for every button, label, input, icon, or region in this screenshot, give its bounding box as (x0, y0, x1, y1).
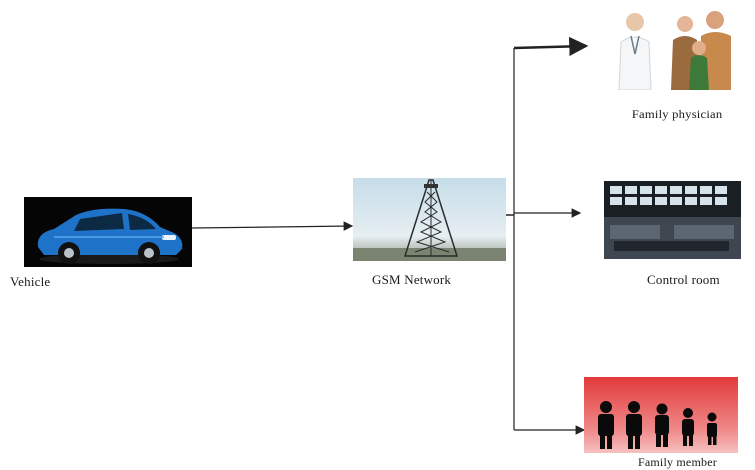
gsm-network-label: GSM Network (372, 272, 452, 287)
family-silhouette-icon (598, 401, 717, 449)
cell-tower-icon (353, 179, 506, 261)
control-room-icon (604, 181, 741, 259)
physician-label: Family physician (631, 107, 723, 121)
vehicle-label: Vehicle (10, 274, 51, 289)
vehicle-image (24, 197, 192, 267)
gsm-network-image (353, 178, 506, 261)
control-room-label: Control room (647, 272, 720, 287)
car-icon (37, 208, 183, 264)
physician-image (605, 6, 745, 90)
family-member-label: Family member (638, 455, 717, 469)
control-room-image (604, 181, 741, 259)
arrow-to-physician (513, 36, 589, 57)
family-member-image (584, 377, 738, 453)
doctor-family-icon (618, 11, 731, 90)
arrow-vehicle-to-gsm (191, 221, 354, 231)
